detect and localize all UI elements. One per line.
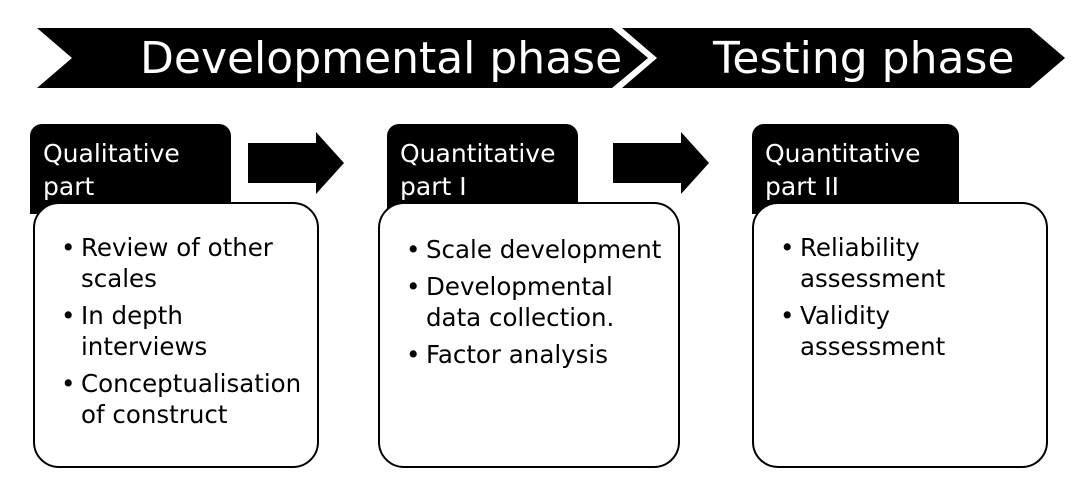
stage-2-item: Factor analysis — [404, 339, 668, 370]
stage-2-item: Developmental data collection. — [404, 271, 668, 333]
testing-phase-label: Testing phase — [713, 33, 1015, 84]
stage-1-title-line-1: Qualitative — [43, 139, 180, 168]
stage-2-title-line-1: Quantitative — [400, 139, 556, 168]
stage-1-card: Review of other scales In depth intervie… — [33, 202, 319, 468]
stage-3-item: Validity assessment — [778, 300, 1036, 362]
developmental-phase-chevron — [37, 28, 648, 88]
stage-2-title-line-2: part I — [400, 172, 467, 201]
stage-3-card: Reliability assessment Validity assessme… — [752, 202, 1048, 468]
stage-1-title-line-2: part — [43, 172, 95, 201]
stage-2-title-tab: Quantitative part I — [387, 124, 578, 214]
stage-3-title-line-2: part II — [765, 172, 839, 201]
developmental-phase-label: Developmental phase — [140, 33, 623, 84]
stage-1-item: Review of other scales — [59, 232, 307, 294]
stage-2-card: Scale development Developmental data col… — [378, 202, 680, 468]
stage-1-item: Conceptualisation of construct — [59, 368, 307, 430]
stage-3-title-tab: Quantitative part II — [752, 124, 959, 214]
arrow-right-icon — [248, 132, 344, 194]
stage-2-item: Scale development — [404, 234, 668, 265]
arrow-right-icon — [613, 132, 709, 194]
stage-3-title-line-1: Quantitative — [765, 139, 921, 168]
stage-3-item: Reliability assessment — [778, 232, 1036, 294]
testing-phase-chevron — [622, 28, 1065, 88]
stage-1-title-tab: Qualitative part — [30, 124, 231, 214]
stage-1-item: In depth interviews — [59, 300, 307, 362]
